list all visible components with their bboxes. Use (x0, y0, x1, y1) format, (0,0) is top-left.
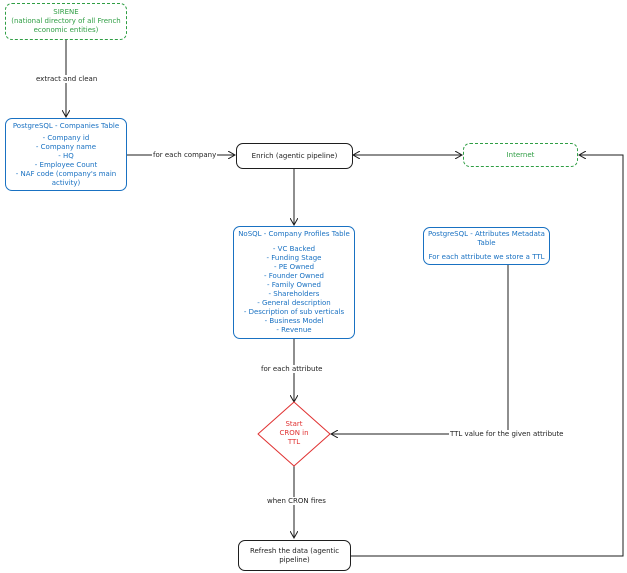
companies-table-item: - HQ (58, 152, 74, 160)
cron-diamond-shape (257, 401, 331, 467)
companies-table-title: PostgreSQL - Companies Table (12, 122, 120, 130)
edge-label-for-each-attribute: for each attribute (260, 365, 324, 373)
profiles-table-item: - Description of sub verticals (243, 308, 345, 316)
companies-table-item: - Company name (35, 143, 97, 151)
attributes-table-title: PostgreSQL - Attributes Metadata Table (428, 230, 545, 247)
companies-table-item: - NAF code (company's main activity) (15, 170, 117, 187)
profiles-table-item: - Funding Stage (266, 254, 322, 262)
profiles-table-node: NoSQL - Company Profiles Table - VC Back… (233, 226, 355, 339)
cron-line-1: Start (285, 420, 303, 428)
companies-table-item: - Company id (42, 134, 90, 142)
profiles-table-item: - General description (257, 299, 331, 307)
profiles-table-item: - Founder Owned (264, 272, 324, 280)
edge-label-ttl-value: TTL value for the given attribute (449, 430, 565, 438)
companies-table-item: - Employee Count (34, 161, 98, 169)
refresh-label: Refresh the data (agentic pipeline) (249, 546, 340, 564)
edge-label-extract: extract and clean (35, 75, 99, 83)
edge-refresh-to-internet (351, 155, 624, 557)
profiles-table-item: - Shareholders (268, 290, 320, 298)
edge-label-when-cron: when CRON fires (266, 497, 327, 505)
refresh-node: Refresh the data (agentic pipeline) (238, 540, 351, 571)
edge-attributes-to-cron (331, 265, 509, 434)
internet-node: Internet (463, 143, 578, 167)
internet-label: Internet (506, 150, 535, 159)
profiles-table-item: - PE Owned (273, 263, 315, 271)
enrich-label: Enrich (agentic pipeline) (251, 151, 338, 160)
profiles-table-title: NoSQL - Company Profiles Table (238, 230, 350, 238)
companies-table-node: PostgreSQL - Companies Table - Company i… (5, 118, 127, 191)
cron-line-3: TTL (287, 438, 301, 446)
enrich-node: Enrich (agentic pipeline) (236, 143, 353, 169)
profiles-table-item: - Business Model (264, 317, 324, 325)
attributes-table-node: PostgreSQL - Attributes Metadata Table F… (423, 227, 550, 265)
profiles-table-item: - Family Owned (267, 281, 321, 289)
cron-line-2: CRON in (279, 429, 309, 437)
sirene-title: SIRENE (53, 8, 79, 16)
profiles-table-item: - Revenue (276, 326, 312, 334)
cron-node-label: Start CRON in TTL (264, 420, 324, 447)
attributes-table-subtitle: For each attribute we store a TTL (428, 253, 545, 261)
profiles-table-item: - VC Backed (272, 245, 316, 253)
sirene-subtitle: (national directory of all French econom… (11, 17, 121, 34)
sirene-node: SIRENE (national directory of all French… (5, 3, 127, 40)
edge-label-for-each-company: for each company (152, 151, 218, 159)
